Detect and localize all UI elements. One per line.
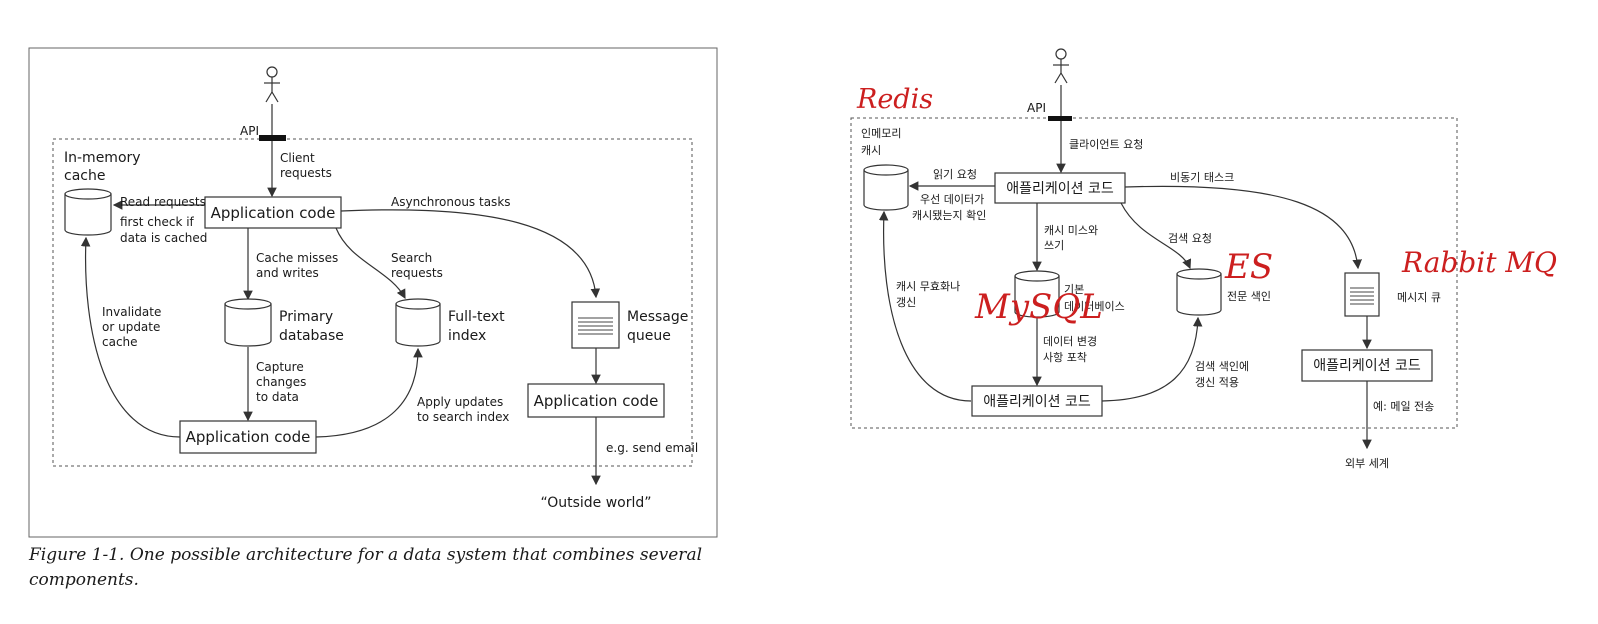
read-requests-note: first check if data is cached <box>120 215 207 245</box>
primary-database-label: Primary database <box>279 309 344 344</box>
es-annotation: ES <box>1224 247 1273 287</box>
invalidate-cache-label: Invalidate or update cache <box>102 305 165 349</box>
primary-database-cylinder-icon <box>224 298 272 347</box>
message-queue-icon <box>1344 272 1380 317</box>
app-code-top-box <box>994 172 1126 204</box>
fulltext-index-label: 전문 색인 <box>1227 290 1271 303</box>
message-queue-label: Message queue <box>627 309 693 344</box>
user-icon <box>264 66 280 103</box>
capture-changes-label: Capture changes to data <box>256 360 310 404</box>
user-icon <box>1053 48 1069 84</box>
client-requests-label: 클라이언트 요청 <box>1069 138 1143 151</box>
read-requests-label: 읽기 요청 <box>933 168 977 181</box>
outside-world-label: “Outside world” <box>540 495 651 511</box>
api-port <box>259 135 286 141</box>
app-code-bottom-box <box>971 385 1103 417</box>
mysql-annotation: MySQL <box>974 287 1103 327</box>
read-requests-label: Read requests <box>120 195 206 209</box>
search-requests-label: 검색 요청 <box>1168 232 1212 245</box>
outside-world-label: 외부 세계 <box>1345 457 1389 470</box>
cache-cylinder-icon <box>64 188 112 236</box>
primary-database-cylinder-icon <box>1014 270 1060 318</box>
send-email-label: 예: 메일 전송 <box>1373 399 1434 413</box>
client-requests-label: Client requests <box>280 151 332 180</box>
left-system-boundary <box>52 138 693 467</box>
apply-updates-label: Apply updates to search index <box>417 395 509 424</box>
primary-database-label: 기본 데이터베이스 <box>1064 283 1125 313</box>
app-code-bottom-label: 애플리케이션 코드 <box>983 394 1091 410</box>
api-port <box>1048 116 1072 121</box>
app-code-mq-label: Application code <box>534 392 659 410</box>
async-tasks-label: 비동기 태스크 <box>1170 171 1234 184</box>
search-requests-label: Search requests <box>391 251 443 280</box>
fulltext-index-cylinder-icon <box>1176 268 1222 316</box>
app-code-top-box <box>204 196 342 229</box>
left-diagram: API Client requests In-memory cache Appl… <box>28 47 718 590</box>
left-frame <box>28 47 718 538</box>
figure-caption: Figure 1-1. One possible architecture fo… <box>28 545 707 590</box>
fulltext-index-cylinder-icon <box>395 298 441 347</box>
app-code-mq-box <box>1301 349 1433 382</box>
in-memory-cache-label: 인메모리 캐시 <box>861 127 905 157</box>
message-queue-icon <box>571 301 620 349</box>
cache-misses-label: Cache misses and writes <box>256 251 342 280</box>
rabbitmq-annotation: Rabbit MQ <box>1401 246 1557 279</box>
api-label: API <box>240 124 259 138</box>
message-queue-label: 메시지 큐 <box>1397 291 1441 304</box>
invalidate-cache-label: 캐시 무효화나 갱신 <box>896 280 964 309</box>
right-diagram: API 클라이언트 요청 인메모리 캐시 애플리케이션 코드 읽기 요청 우선 … <box>850 48 1557 470</box>
app-code-top-label: 애플리케이션 코드 <box>1006 181 1114 197</box>
fulltext-index-label: Full-text index <box>448 309 509 344</box>
capture-changes-label: 데이터 변경 사항 포착 <box>1043 335 1101 364</box>
in-memory-cache-label: In-memory cache <box>64 150 145 184</box>
app-code-bottom-label: Application code <box>186 428 311 446</box>
app-code-mq-label: 애플리케이션 코드 <box>1313 358 1421 374</box>
cache-cylinder-icon <box>863 164 909 211</box>
app-code-mq-box <box>527 383 665 418</box>
check-cache-label: 우선 데이터가 캐시됐는지 확인 <box>912 193 988 222</box>
send-email-label: e.g. send email <box>606 441 698 455</box>
async-tasks-label: Asynchronous tasks <box>391 195 511 209</box>
cache-miss-label: 캐시 미스와 쓰기 <box>1044 224 1102 252</box>
apply-updates-label: 검색 색인에 갱신 적용 <box>1195 360 1253 389</box>
app-code-top-label: Application code <box>211 204 336 222</box>
redis-annotation: Redis <box>856 84 933 115</box>
api-label: API <box>1027 101 1046 115</box>
right-system-boundary <box>850 117 1458 429</box>
